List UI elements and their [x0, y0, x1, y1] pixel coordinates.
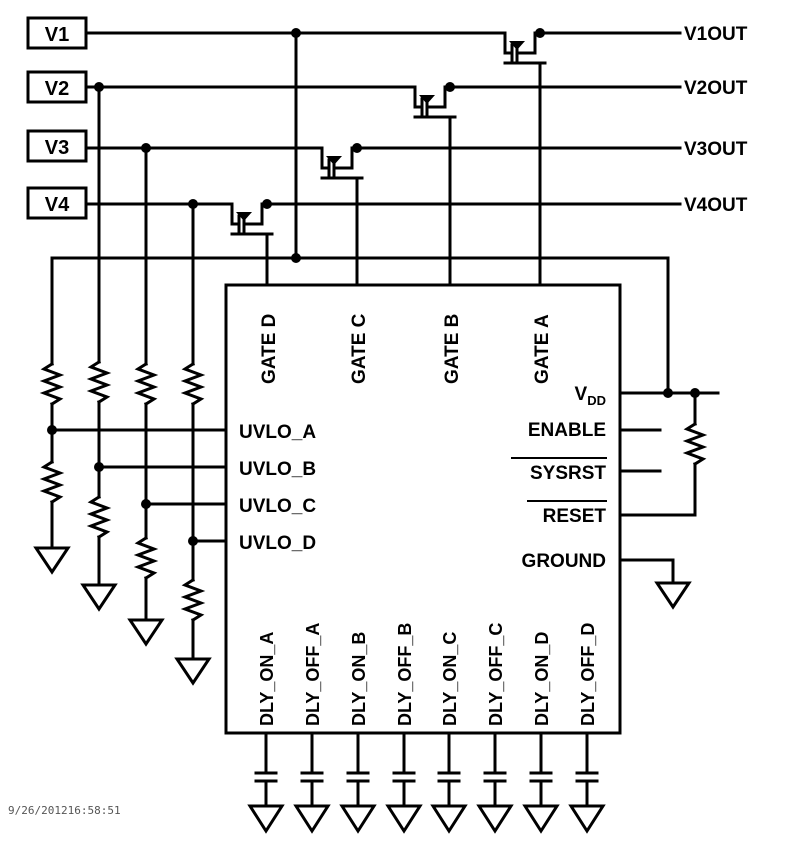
mosfet-c — [320, 146, 364, 287]
cap-dly-off-a — [293, 731, 331, 834]
pin-dly-on-c: DLY_ON_C — [440, 632, 460, 726]
delay-caps — [247, 731, 606, 834]
ground-symbol — [127, 618, 165, 647]
cap-dly-off-c — [476, 731, 514, 834]
pin-uvlo-d: UVLO_D — [239, 533, 316, 554]
ground-symbol — [654, 581, 692, 610]
cap-dly-off-b — [385, 731, 423, 834]
input-label-v1: V1 — [45, 24, 69, 46]
divider-b — [86, 85, 228, 587]
pin-uvlo-b: UVLO_B — [239, 459, 316, 480]
junction-dots — [47, 28, 700, 546]
ground-line — [618, 558, 675, 585]
mosfet-b — [413, 85, 457, 287]
cap-dly-on-d — [522, 731, 560, 834]
pin-reset: RESET — [543, 506, 607, 527]
pin-dly-on-a: DLY_ON_A — [257, 632, 277, 726]
pin-dly-on-b: DLY_ON_B — [349, 632, 369, 726]
mosfet-arrow — [509, 41, 525, 50]
pin-gate-c: GATE C — [349, 313, 370, 384]
pullup-to-reset — [618, 462, 697, 517]
pin-gate-b: GATE B — [442, 314, 463, 384]
mosfet-arrow — [236, 212, 252, 221]
pin-enable: ENABLE — [528, 420, 606, 441]
cap-dly-on-b — [339, 731, 377, 834]
input-box-v3 — [26, 129, 88, 163]
pin-dly-off-d: DLY_OFF_D — [578, 623, 598, 726]
ground-symbol — [80, 583, 118, 612]
pin-vdd: VDD — [575, 384, 606, 408]
input-label-v2: V2 — [45, 78, 69, 100]
divider-a — [39, 256, 228, 550]
output-label-v1out: V1OUT — [684, 24, 748, 45]
cap-dly-on-a — [247, 731, 285, 834]
pin-gate-d: GATE D — [259, 314, 280, 384]
pin-uvlo-c: UVLO_C — [239, 496, 316, 517]
pin-ground: GROUND — [522, 551, 606, 572]
output-label-v4out: V4OUT — [684, 195, 748, 216]
vdd-rail — [50, 256, 670, 395]
pin-uvlo-a: UVLO_A — [239, 422, 316, 443]
pin-dly-on-d: DLY_ON_D — [532, 632, 552, 726]
mosfet-arrow — [419, 95, 435, 104]
ic-body — [224, 283, 622, 735]
divider-d — [180, 202, 228, 661]
cap-dly-on-c — [430, 731, 468, 834]
mosfet-a — [503, 31, 547, 287]
input-label-v4: V4 — [45, 194, 70, 216]
cap-dly-off-d — [568, 731, 606, 834]
divider-c — [133, 146, 228, 622]
output-label-v2out: V2OUT — [684, 78, 748, 99]
pin-sysrst: SYSRST — [530, 463, 606, 484]
ground-symbol — [33, 546, 71, 575]
pin-gate-a: GATE A — [532, 314, 553, 384]
pin-dly-off-c: DLY_OFF_C — [486, 623, 506, 726]
mosfet-d — [230, 202, 274, 287]
output-label-v3out: V3OUT — [684, 139, 748, 160]
pin-dly-off-b: DLY_OFF_B — [395, 623, 415, 726]
ground-symbol — [174, 657, 212, 686]
input-label-v3: V3 — [45, 137, 69, 159]
pin-dly-off-a: DLY_OFF_A — [303, 623, 323, 726]
pullup-resistor — [682, 421, 708, 467]
mosfet-arrow — [326, 156, 342, 165]
timestamp: 9/26/201216:58:51 — [8, 804, 121, 817]
